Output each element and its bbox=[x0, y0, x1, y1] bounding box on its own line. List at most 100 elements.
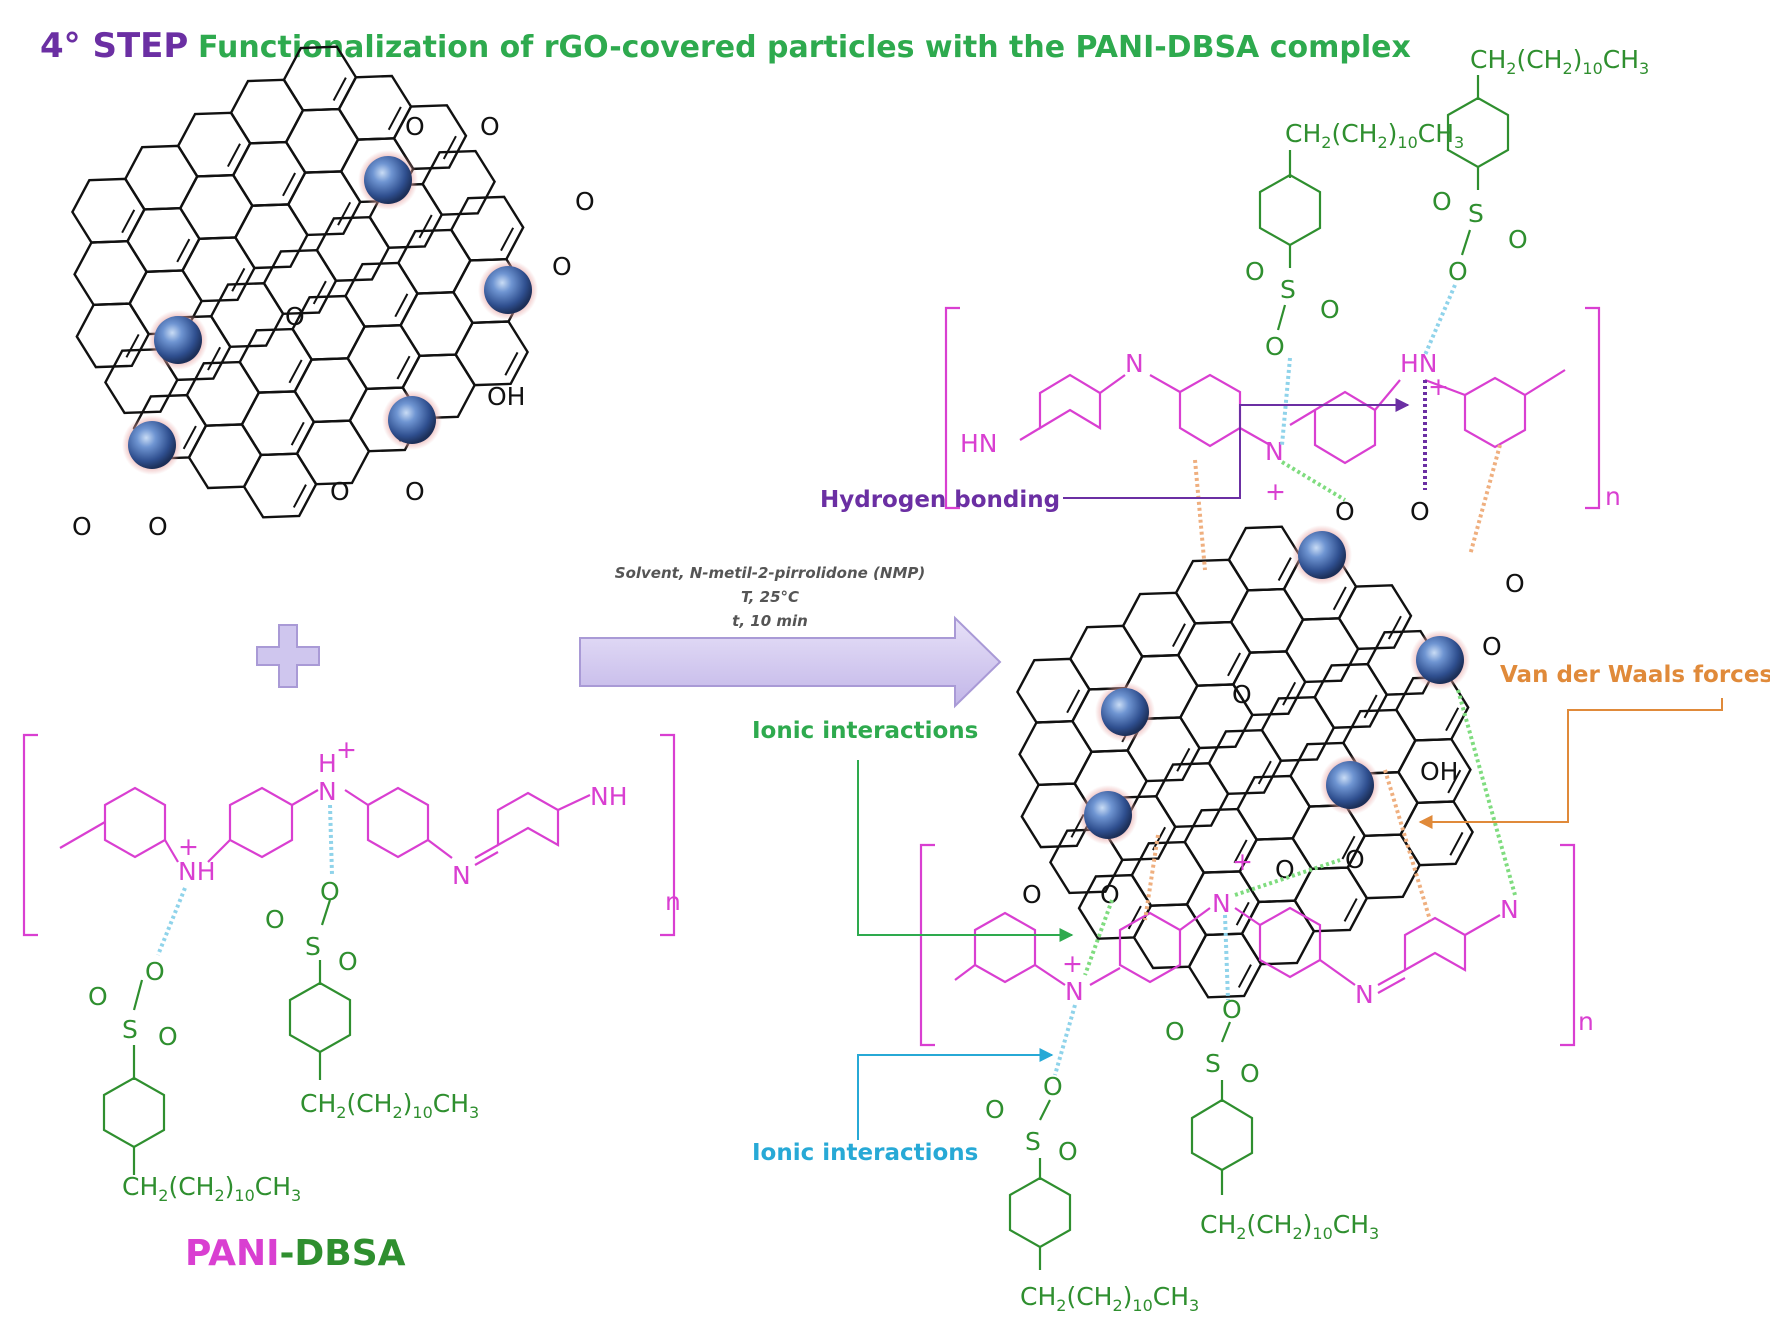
repeat-n: n bbox=[1578, 1007, 1594, 1036]
atom-o: O bbox=[1222, 995, 1242, 1024]
graphene-double-bond bbox=[1176, 747, 1191, 772]
atom-o: O bbox=[1508, 225, 1528, 254]
svg-text:CH2(CH2)10CH3: CH2(CH2)10CH3 bbox=[1470, 45, 1649, 78]
alkyl-chain-right-top-1: CH2(CH2)10CH3 bbox=[1285, 119, 1464, 152]
atom-o: O bbox=[552, 252, 572, 281]
graphene-ring bbox=[421, 149, 496, 216]
graphene-double-bond bbox=[207, 346, 222, 371]
svg-text:CH2(CH2)10CH3: CH2(CH2)10CH3 bbox=[1200, 1210, 1379, 1243]
graphene-ring bbox=[1018, 720, 1093, 787]
graphene-ring bbox=[73, 240, 148, 307]
graphene-double-bond bbox=[442, 135, 457, 160]
pani-right-top-atoms: HN N N + HN + n bbox=[960, 349, 1621, 511]
graphene-double-bond bbox=[396, 355, 411, 380]
graphene-ring bbox=[1121, 591, 1197, 658]
atom-o: O bbox=[1345, 845, 1365, 874]
atom-o: O bbox=[320, 877, 340, 906]
charge-plus: + bbox=[1232, 847, 1253, 876]
atom-o: O bbox=[1245, 257, 1265, 286]
graphene-double-bond bbox=[121, 209, 136, 234]
graphene-ring bbox=[1337, 584, 1413, 651]
atom-s: S bbox=[122, 1015, 138, 1044]
atom-o: O bbox=[1448, 257, 1468, 286]
graphene-double-bond bbox=[292, 484, 307, 508]
rgo-left-groups: O O O O O OH O O O O bbox=[72, 112, 595, 541]
atom-o: O bbox=[88, 982, 108, 1011]
graphene-double-bond bbox=[1227, 652, 1241, 677]
graphene-double-bond bbox=[1449, 831, 1464, 856]
alkyl-chain-right-top-2: CH2(CH2)10CH3 bbox=[1470, 45, 1649, 78]
graphene-ring bbox=[346, 324, 422, 391]
charge-plus: + bbox=[1265, 477, 1286, 506]
graphene-double-bond bbox=[1152, 826, 1167, 851]
charge-plus: + bbox=[1062, 949, 1083, 978]
graphene-ring bbox=[293, 357, 369, 424]
graphene-ring bbox=[176, 111, 252, 178]
atom-o: O bbox=[1165, 1017, 1185, 1046]
atom-o: O bbox=[1320, 295, 1340, 324]
svg-text:CH2(CH2)10CH3: CH2(CH2)10CH3 bbox=[122, 1172, 301, 1205]
graphene-double-bond bbox=[332, 77, 347, 101]
nanoparticle bbox=[364, 156, 412, 204]
van-der-waals-label: Van der Waals forces bbox=[1500, 662, 1770, 688]
graphene-double-bond bbox=[337, 201, 352, 226]
atom-o: O bbox=[72, 512, 92, 541]
atom-o: O bbox=[1232, 680, 1252, 709]
graphene-double-bond bbox=[1387, 615, 1402, 640]
atom-o: O bbox=[1240, 1059, 1260, 1088]
graphene-ring bbox=[231, 140, 307, 207]
step-label: 4° STEP bbox=[40, 26, 188, 66]
svg-text:CH2(CH2)10CH3: CH2(CH2)10CH3 bbox=[1285, 119, 1464, 152]
ionic-interactions-arrow-bottom bbox=[857, 1048, 1054, 1140]
graphene-double-bond bbox=[288, 359, 303, 384]
particles-right bbox=[1078, 525, 1470, 845]
graphene-double-bond bbox=[282, 172, 296, 197]
atom-h: H bbox=[318, 749, 337, 778]
atom-o: O bbox=[1275, 855, 1295, 884]
atom-n: N bbox=[1265, 437, 1284, 466]
graphene-ring bbox=[240, 390, 316, 457]
atom-s: S bbox=[1468, 199, 1484, 228]
nanoparticle bbox=[484, 266, 532, 314]
graphene-double-bond bbox=[1363, 694, 1378, 719]
ionic-links-left bbox=[156, 804, 334, 956]
repeat-n: n bbox=[665, 887, 681, 916]
atom-o: O bbox=[330, 477, 350, 506]
alkyl-chain-right-bottom-1: CH2(CH2)10CH3 bbox=[1020, 1282, 1199, 1315]
atom-o: O bbox=[1410, 497, 1430, 526]
atom-n: N bbox=[318, 777, 337, 806]
graphene-double-bond bbox=[1277, 557, 1292, 581]
atom-o: O bbox=[145, 957, 165, 986]
nanoparticle bbox=[128, 421, 176, 469]
atom-o: O bbox=[1058, 1137, 1078, 1166]
charge-plus: + bbox=[336, 735, 357, 764]
graphene-double-bond bbox=[1341, 835, 1356, 860]
atom-o: O bbox=[480, 112, 500, 141]
atom-n: N bbox=[452, 861, 471, 890]
graphene-ring bbox=[242, 452, 318, 519]
atom-o: O bbox=[265, 905, 285, 934]
graphene-double-bond bbox=[1066, 689, 1081, 714]
graphene-double-bond bbox=[1343, 898, 1358, 922]
charge-plus: + bbox=[1428, 372, 1449, 401]
atom-o: O bbox=[575, 187, 595, 216]
pani-right-bottom-atoms: N + N + N N n bbox=[1062, 847, 1594, 1036]
graphene-double-bond bbox=[290, 421, 305, 446]
graphene-double-bond bbox=[500, 227, 515, 252]
svg-text:CH2(CH2)10CH3: CH2(CH2)10CH3 bbox=[1020, 1282, 1199, 1315]
graphene-double-bond bbox=[226, 143, 241, 168]
nanoparticle bbox=[154, 316, 202, 364]
graphene-ring bbox=[71, 177, 146, 244]
atom-o: O bbox=[1432, 187, 1452, 216]
graphene-double-bond bbox=[176, 238, 191, 263]
graphene-double-bond bbox=[418, 214, 433, 239]
atom-o: O bbox=[1335, 497, 1355, 526]
dbsa-right-bottom-1 bbox=[1008, 1099, 1072, 1270]
figure-title: Functionalization of rGO-covered particl… bbox=[198, 30, 1411, 65]
atom-o: O bbox=[158, 1022, 178, 1051]
graphene-double-bond bbox=[125, 333, 140, 358]
atom-s: S bbox=[1280, 275, 1296, 304]
graphene-ring bbox=[1016, 657, 1091, 724]
atom-o: O bbox=[338, 947, 358, 976]
condition-solvent: Solvent, N-metil-2-pirrolidone (NMP) bbox=[615, 564, 925, 582]
